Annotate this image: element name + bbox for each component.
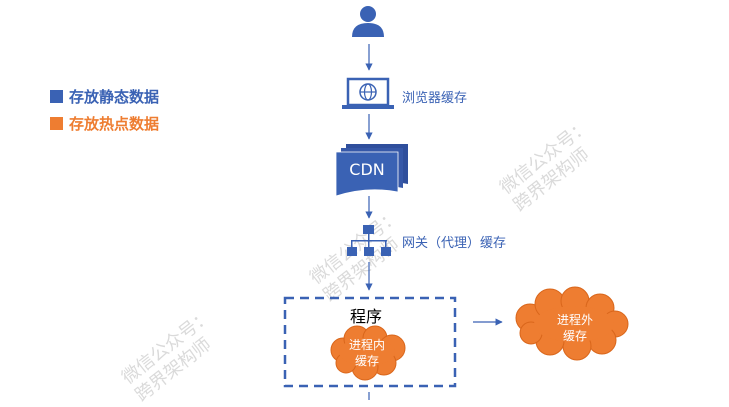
in-process-cache-line-1: 进程内 xyxy=(348,338,385,352)
browser-cache-label: 浏览器缓存 xyxy=(402,91,468,106)
external-cache-line-2: 缓存 xyxy=(562,329,587,343)
browser-icon xyxy=(342,77,394,109)
cdn-stack-icon xyxy=(335,144,408,197)
legend-item-static: 存放静态数据 xyxy=(50,86,159,107)
user-icon xyxy=(352,6,384,37)
legend-label-static: 存放静态数据 xyxy=(69,88,160,106)
program-box xyxy=(283,296,457,388)
in-process-cache-line-2: 缓存 xyxy=(354,354,379,368)
legend: 存放静态数据 存放热点数据 xyxy=(50,86,159,134)
legend-item-hot: 存放热点数据 xyxy=(50,113,159,134)
in-process-cache-label: 进程内 缓存 xyxy=(339,337,395,369)
cdn-label: CDN xyxy=(349,160,385,179)
legend-swatch-static xyxy=(50,90,63,103)
external-cache-cloud-icon xyxy=(515,286,629,361)
gateway-cache-label: 网关（代理）缓存 xyxy=(402,236,507,251)
legend-swatch-hot xyxy=(50,117,63,130)
in-process-cache-cloud-icon xyxy=(330,325,406,381)
program-title: 程序 xyxy=(350,307,383,326)
legend-label-hot: 存放热点数据 xyxy=(69,115,160,133)
external-cache-line-1: 进程外 xyxy=(556,313,593,327)
external-cache-label: 进程外 缓存 xyxy=(546,312,604,344)
network-tree-icon xyxy=(347,225,391,256)
